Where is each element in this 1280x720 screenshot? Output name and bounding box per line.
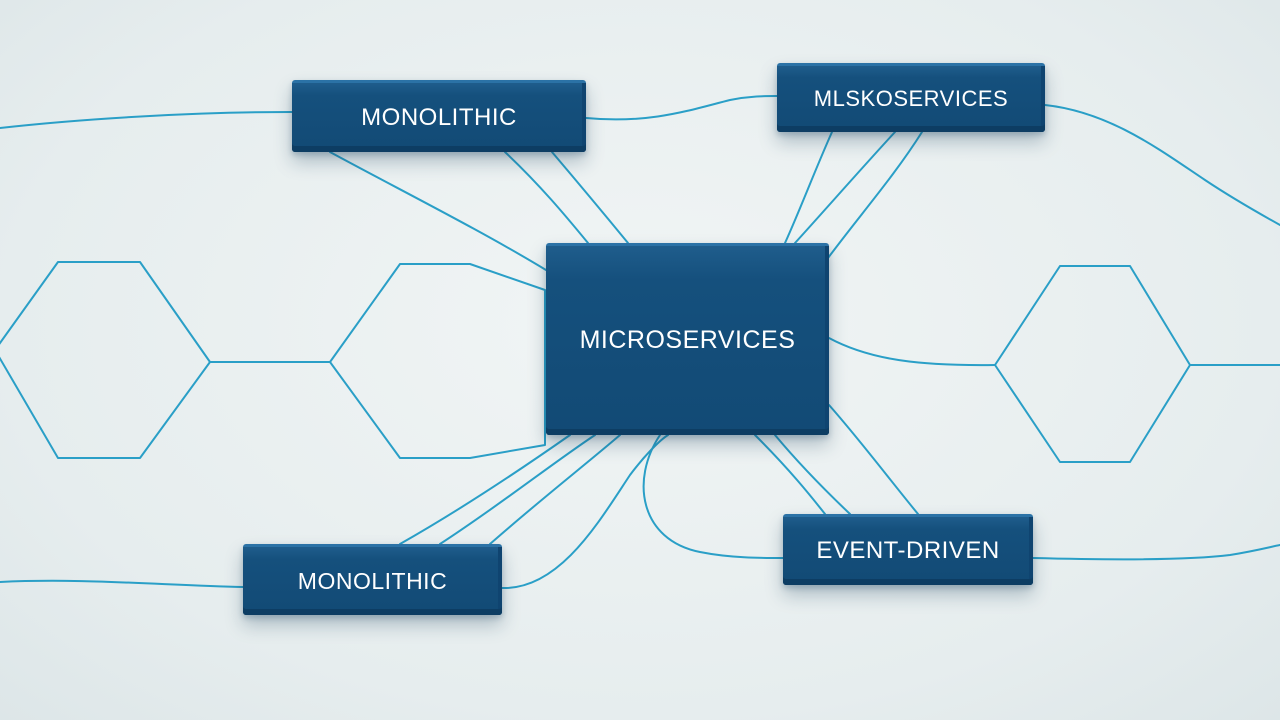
line-top-left-to-top-right <box>585 95 778 121</box>
line-top-left-to-center-a <box>329 151 547 271</box>
node-microservices-center: MICROSERVICES <box>546 243 829 435</box>
line-bottom-left-to-center-d <box>501 434 669 590</box>
line-top-right-to-edge <box>1044 104 1280 226</box>
line-center-to-bottom-right-a <box>642 434 784 559</box>
line-top-right-to-center-a <box>784 131 833 244</box>
line-top-left-to-center-b <box>504 151 589 244</box>
hexagon-left <box>0 261 211 459</box>
line-center-to-right-hex <box>828 337 996 367</box>
hexagon-right <box>994 265 1191 463</box>
node-mlskoservices: MLSKOSERVICES <box>777 63 1045 132</box>
line-center-to-bottom-right-d <box>828 404 919 515</box>
node-label: MICROSERVICES <box>579 326 796 354</box>
line-top-right-to-center-b <box>794 131 896 244</box>
line-center-to-bottom-right-b <box>754 434 826 515</box>
line-bottom-left-to-center-a <box>399 434 571 545</box>
node-label: MLSKOSERVICES <box>813 86 1009 111</box>
node-monolithic-bottom: MONOLITHIC <box>243 544 502 615</box>
node-monolithic-top: MONOLITHIC <box>292 80 586 152</box>
line-bottom-right-to-edge <box>1032 544 1280 561</box>
line-center-to-bottom-right-c <box>774 434 851 515</box>
line-bottom-left-to-center-c <box>489 434 621 545</box>
line-left-edge-to-top-left <box>0 111 293 129</box>
node-label: MONOLITHIC <box>297 567 448 594</box>
line-bottom-left-to-center-b <box>439 434 596 545</box>
node-label: MONOLITHIC <box>361 103 517 131</box>
line-top-left-to-center-c <box>551 151 629 244</box>
line-top-right-to-center-c <box>827 131 923 259</box>
hexagon-mid-left <box>329 263 546 459</box>
node-event-driven: EVENT-DRIVEN <box>783 514 1033 585</box>
line-left-edge-to-bottom-left <box>0 579 244 588</box>
node-label: EVENT-DRIVEN <box>816 537 1000 564</box>
